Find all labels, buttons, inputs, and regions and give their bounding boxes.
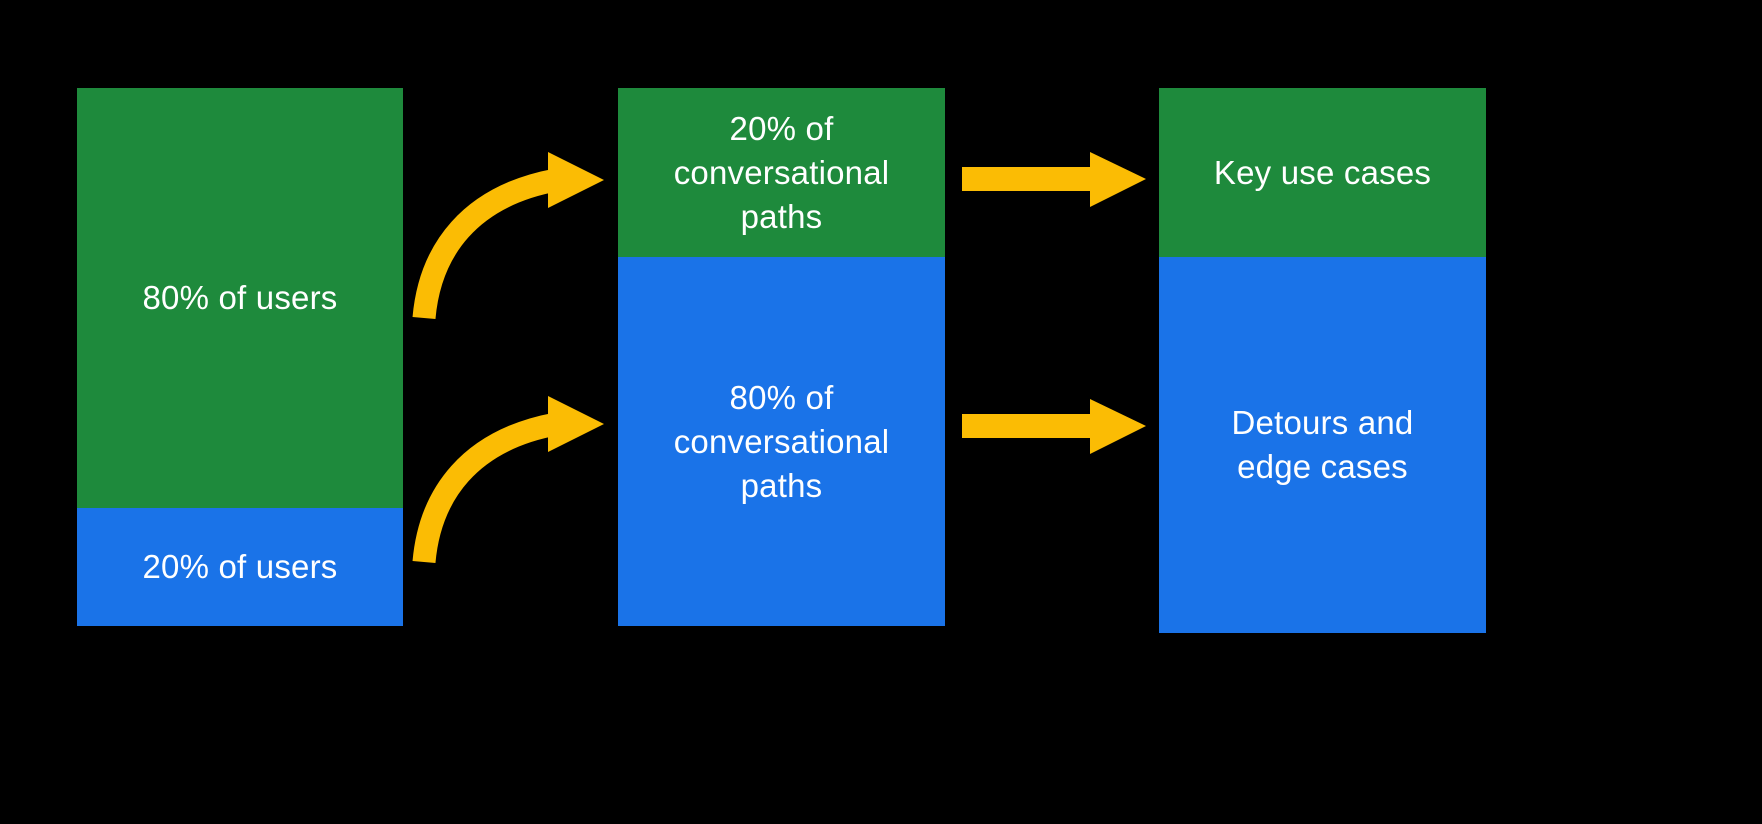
straight-arrow-to-key-use-cases-icon bbox=[962, 152, 1146, 207]
segment-80-percent-paths: 80% of conversational paths bbox=[618, 257, 945, 626]
segment-label: 20% of users bbox=[142, 548, 338, 585]
segment-20-percent-users: 20% of users bbox=[77, 508, 403, 626]
segment-label: 20% of conversational paths bbox=[673, 109, 890, 235]
segment-label: Key use cases bbox=[1213, 153, 1432, 191]
segment-label: Detours and edge cases bbox=[1231, 404, 1414, 485]
user-distribution-column: 80% of users 20% of users bbox=[77, 88, 403, 626]
segment-detours-edge-cases: Detours and edge cases bbox=[1159, 257, 1486, 633]
segment-key-use-cases: Key use cases bbox=[1159, 88, 1486, 257]
segment-label: 80% of conversational paths bbox=[673, 378, 890, 504]
conversational-paths-column: 20% of conversational paths 80% of conve… bbox=[618, 88, 945, 626]
use-cases-column: Key use cases Detours and edge cases bbox=[1159, 88, 1486, 633]
segment-20-percent-paths: 20% of conversational paths bbox=[618, 88, 945, 257]
curved-arrow-to-paths-top-icon bbox=[412, 152, 604, 320]
segment-label: 80% of users bbox=[142, 279, 338, 316]
segment-80-percent-users: 80% of users bbox=[77, 88, 403, 508]
straight-arrow-to-detours-icon bbox=[962, 399, 1146, 454]
curved-arrow-to-paths-bottom-icon bbox=[412, 396, 604, 564]
